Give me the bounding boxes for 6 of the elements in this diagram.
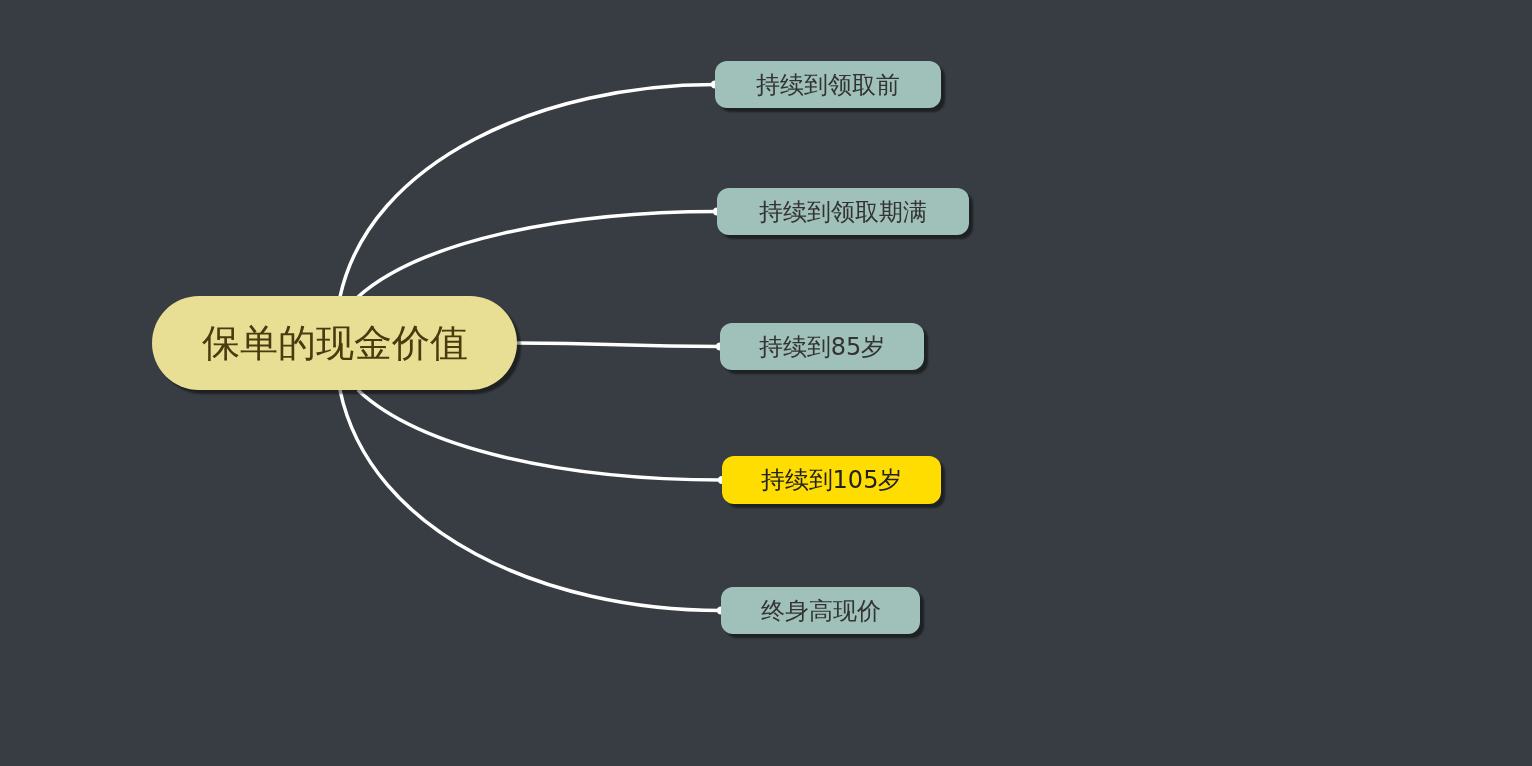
central-topic: 保单的现金价值 — [152, 296, 517, 390]
topic-box: 持续到领取期满 — [717, 188, 969, 235]
topic-box: 持续到105岁 — [722, 456, 941, 504]
topic-box: 终身高现价 — [721, 587, 920, 634]
topic-box: 持续到85岁 — [720, 323, 924, 370]
topic-box: 持续到领取前 — [715, 61, 941, 108]
